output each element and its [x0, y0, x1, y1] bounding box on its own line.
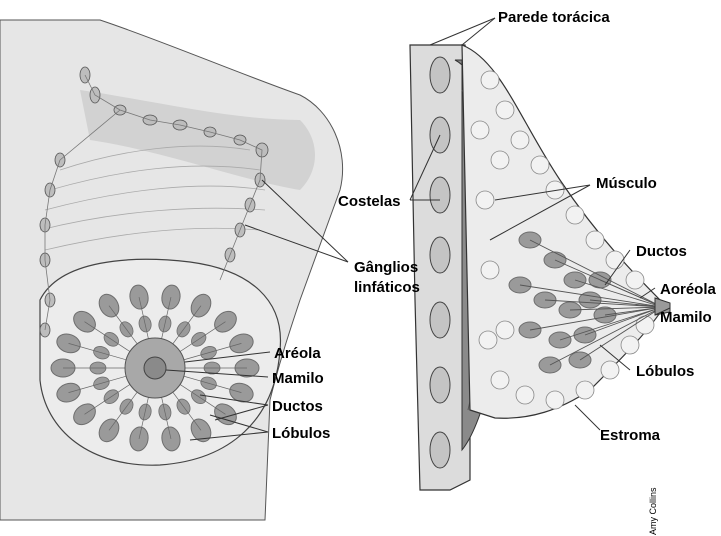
illustrator-credit: Amy Collins: [648, 487, 658, 535]
stroma-fat-cell: [601, 361, 619, 379]
leader-estroma: [575, 405, 600, 430]
label-ganglios-line1: Gânglios: [354, 259, 418, 276]
stroma-fat-cell: [586, 231, 604, 249]
label-lobulos-front: Lóbulos: [272, 425, 330, 442]
label-ductos-front: Ductos: [272, 398, 323, 415]
stroma-fat-cell: [471, 121, 489, 139]
leader-parede: [462, 18, 495, 45]
stroma-fat-cell: [516, 386, 534, 404]
label-estroma: Estroma: [600, 427, 661, 444]
stroma-fat-cell: [481, 71, 499, 89]
label-mamilo-front: Mamilo: [272, 370, 324, 387]
stroma-fat-cell: [606, 251, 624, 269]
label-ductos-side: Ductos: [636, 243, 687, 260]
label-ganglios-line2: linfáticos: [354, 279, 420, 296]
stroma-fat-cell: [511, 131, 529, 149]
stroma-fat-cell: [496, 321, 514, 339]
breast-profile: [462, 45, 665, 418]
stroma-fat-cell: [496, 101, 514, 119]
stroma-fat-cell: [566, 206, 584, 224]
stroma-fat-cell: [546, 391, 564, 409]
label-aoreola: Aoréola: [660, 281, 717, 298]
stroma-fat-cell: [479, 331, 497, 349]
label-costelas: Costelas: [338, 193, 401, 210]
label-lobulos-side: Lóbulos: [636, 363, 694, 380]
front-view-illustration: [0, 20, 343, 520]
stroma-fat-cell: [576, 381, 594, 399]
label-parede-toracica: Parede torácica: [498, 9, 610, 26]
stroma-fat-cell: [481, 261, 499, 279]
label-areola-front: Aréola: [274, 345, 321, 362]
stroma-fat-cell: [491, 371, 509, 389]
side-view-illustration: [410, 45, 670, 490]
leader-parede-b: [430, 18, 495, 45]
stroma-fat-cell: [531, 156, 549, 174]
stroma-fat-cell: [491, 151, 509, 169]
stroma-fat-cell: [476, 191, 494, 209]
label-musculo: Músculo: [596, 175, 657, 192]
stroma-fat-cell: [621, 336, 639, 354]
stroma-fat-cell: [626, 271, 644, 289]
front-nipple: [144, 357, 166, 379]
label-mamilo-side: Mamilo: [660, 309, 712, 326]
